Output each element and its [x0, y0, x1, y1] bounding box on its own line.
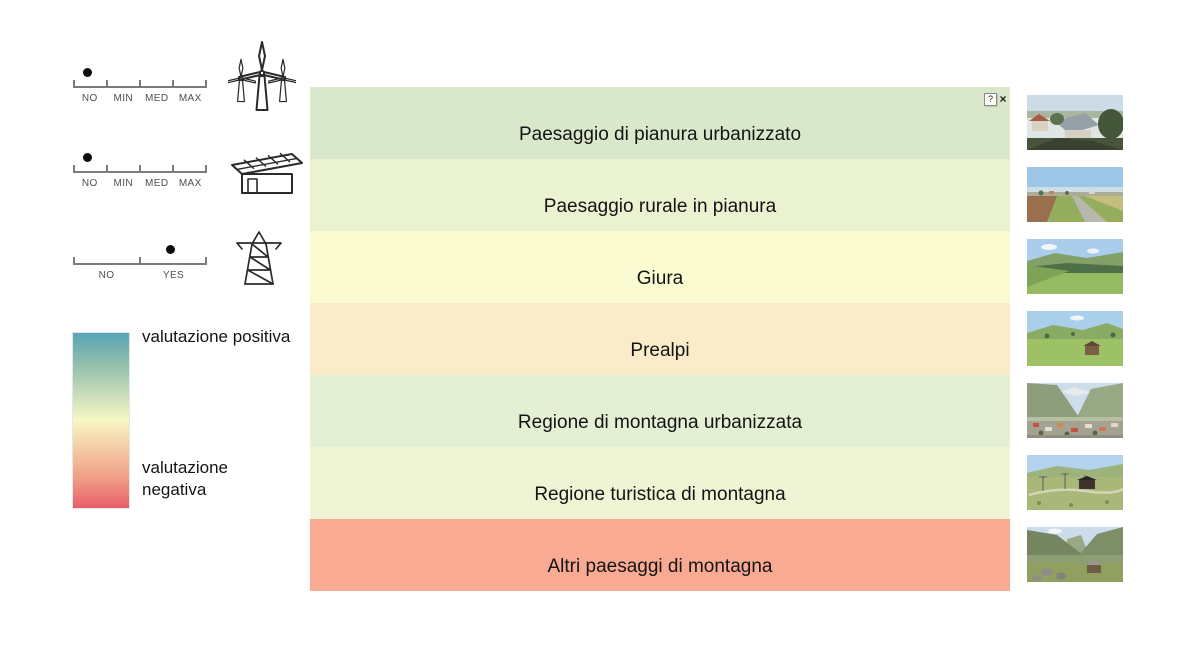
other-mountain-photo: [1027, 527, 1123, 582]
slider-power-line-tick-labels: NO YES: [73, 270, 207, 281]
row-label: Paesaggio di pianura urbanizzato: [518, 124, 802, 145]
row-label: Regione di montagna urbanizzata: [517, 412, 803, 433]
suburban-plain-photo: [1027, 95, 1123, 150]
rural-plain-photo: [1027, 167, 1123, 222]
row-regione-montagna-urbanizzata: Regione di montagna urbanizzata: [310, 375, 1010, 447]
slider-wind-handle[interactable]: [83, 68, 92, 77]
solar-roof-house-icon: [230, 144, 304, 194]
tick-label: MED: [145, 93, 169, 104]
slider-power-line-handle[interactable]: [166, 245, 175, 254]
thumbnail-column: [1027, 95, 1123, 599]
legend-negative-label: valutazione negativa: [142, 458, 229, 500]
slider-wind-tick-labels: NO MIN MED MAX: [73, 93, 207, 104]
tick-label: MIN: [113, 93, 134, 104]
evaluation-gradient-scale: [72, 332, 130, 509]
wind-turbines-icon: [228, 41, 296, 113]
help-button[interactable]: ?: [984, 93, 997, 106]
row-paesaggio-rurale-pianura: Paesaggio rurale in pianura: [310, 159, 1010, 231]
tick-label: MAX: [178, 178, 202, 189]
row-paesaggio-pianura-urbanizzato: Paesaggio di pianura urbanizzato ? ×: [310, 87, 1010, 159]
row-label: Regione turistica di montagna: [534, 484, 786, 505]
row-prealpi: Prealpi: [310, 303, 1010, 375]
slider-solar-handle[interactable]: [83, 153, 92, 162]
legend-positive-label: valutazione positiva: [142, 327, 291, 346]
landscape-evaluation-panel: Paesaggio di pianura urbanizzato ? × Pae…: [310, 87, 1010, 591]
slider-solar-tick-labels: NO MIN MED MAX: [73, 178, 207, 189]
row-altri-paesaggi-montagna: Altri paesaggi di montagna: [310, 519, 1010, 591]
row-giura: Giura: [310, 231, 1010, 303]
slider-solar-energy: NO MIN MED MAX: [73, 151, 207, 195]
close-icon[interactable]: ×: [999, 92, 1007, 106]
tick-label: YES: [162, 270, 185, 281]
tourist-mountain-photo: [1027, 455, 1123, 510]
row-label: Paesaggio rurale in pianura: [543, 196, 777, 217]
urban-mountain-valley-photo: [1027, 383, 1123, 438]
power-pylon-icon: [233, 230, 285, 286]
prealps-photo: [1027, 311, 1123, 366]
slider-solar-track: [73, 165, 207, 173]
row-label: Giura: [636, 268, 684, 289]
tick-label: NO: [81, 93, 98, 104]
row-label: Prealpi: [630, 340, 690, 361]
tick-label: NO: [98, 270, 115, 281]
tick-label: NO: [81, 178, 98, 189]
row-label: Altri paesaggi di montagna: [547, 556, 773, 577]
row-regione-turistica-montagna: Regione turistica di montagna: [310, 447, 1010, 519]
slider-wind-track: [73, 80, 207, 88]
tick-label: MAX: [178, 93, 202, 104]
slider-power-line: NO YES: [73, 243, 207, 287]
tick-label: MIN: [113, 178, 134, 189]
slider-power-line-track: [73, 257, 207, 265]
slider-wind-energy: NO MIN MED MAX: [73, 66, 207, 110]
jura-hills-photo: [1027, 239, 1123, 294]
tick-label: MED: [145, 178, 169, 189]
